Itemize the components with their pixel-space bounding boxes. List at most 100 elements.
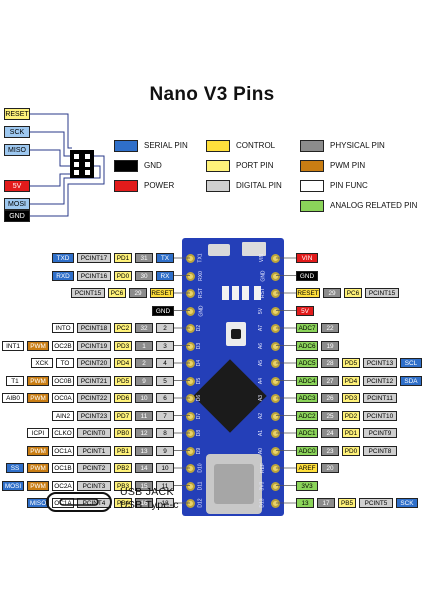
led-pwr xyxy=(242,286,249,300)
right-pin-label: 27 xyxy=(321,375,339,386)
right-pin-label: AREF xyxy=(296,463,318,473)
left-pin-label: PCINT16 xyxy=(77,270,111,281)
right-pin-label: ADC2 xyxy=(296,410,318,421)
left-pin-label: PD3 xyxy=(114,340,132,351)
pin-hole xyxy=(186,446,195,456)
right-pin-label: ADC0 xyxy=(296,445,318,456)
left-pin-label: 32 xyxy=(135,323,153,333)
pin-hole xyxy=(186,254,195,263)
right-pin-label: 17 xyxy=(317,498,335,508)
pin-hole xyxy=(271,254,280,263)
led-l xyxy=(254,286,261,300)
left-pin-label: PD7 xyxy=(114,410,132,421)
page-title: Nano V3 Pins xyxy=(149,84,275,105)
left-pin-label: PCINT19 xyxy=(77,340,111,351)
right-pin-label: 25 xyxy=(321,410,339,421)
left-pin-label: 8 xyxy=(156,428,174,438)
isp-label-reset: RESET xyxy=(4,108,30,120)
right-pin-label: 28 xyxy=(321,358,339,368)
left-pin-label: ICPI xyxy=(27,428,49,438)
left-pin-label: OC1A xyxy=(52,445,74,456)
usb-type-label: USB Type-c xyxy=(120,499,179,511)
legend-swatch xyxy=(300,180,324,192)
left-pin-label: PB3 xyxy=(114,480,132,491)
pin-hole xyxy=(186,499,195,508)
right-pin-label: SDA xyxy=(400,375,422,386)
right-pin-label: PCINT15 xyxy=(365,288,399,298)
isp-label-gnd: GND xyxy=(4,210,30,222)
left-pin-label: PCINT18 xyxy=(77,323,111,333)
right-pin-label: PCINT10 xyxy=(363,410,397,421)
left-pin-label: PCINT15 xyxy=(71,288,105,298)
right-pin-label: SCK xyxy=(396,498,418,508)
pin-hole xyxy=(186,289,195,298)
board-header-pad-2 xyxy=(242,242,266,256)
right-pin-label: 24 xyxy=(321,428,339,438)
pin-hole xyxy=(186,464,195,473)
pin-hole xyxy=(186,324,195,333)
left-pin-label: PB4 xyxy=(114,498,132,508)
right-pin-label: PD4 xyxy=(342,375,360,386)
pin-hole xyxy=(271,376,280,386)
legend-label: PHYSICAL PIN xyxy=(330,141,385,150)
left-pin-label: PCINT2 xyxy=(77,463,111,473)
left-pin-label: MISO xyxy=(27,498,49,508)
right-pin-label: ADC3 xyxy=(296,393,318,403)
left-pin-label: MOSI xyxy=(2,480,24,491)
left-pin-label: OC0A xyxy=(52,393,74,403)
pin-hole xyxy=(271,271,280,281)
right-pin-label: ADC1 xyxy=(296,428,318,438)
left-pin-label: SS xyxy=(6,463,24,473)
right-pin-label: 19 xyxy=(321,340,339,351)
left-pin-label: 6 xyxy=(156,393,174,403)
isp-label-sck: SCK xyxy=(4,126,30,138)
left-pin-label: 4 xyxy=(156,358,174,368)
left-pin-label: PCINT22 xyxy=(77,393,111,403)
left-pin-label: 31 xyxy=(135,253,153,263)
left-pin-label: 16 xyxy=(135,498,153,508)
pin-hole xyxy=(186,376,195,386)
left-pin-label: CLKO xyxy=(52,428,74,438)
nano-board xyxy=(182,238,284,516)
left-pin-label: AIN2 xyxy=(52,410,74,421)
left-pin-label: 15 xyxy=(135,480,153,491)
left-pin-label: 14 xyxy=(135,463,153,473)
left-pin-label: 7 xyxy=(156,410,174,421)
right-pin-label: ADC7 xyxy=(296,323,318,333)
pin-hole xyxy=(186,394,195,403)
left-pin-label: PCINT17 xyxy=(77,253,111,263)
pin-hole xyxy=(271,481,280,491)
left-pin-label: PC6 xyxy=(108,288,126,298)
board-header-pad xyxy=(208,244,230,256)
left-pin-label: 5 xyxy=(156,375,174,386)
left-pin-label: TX xyxy=(156,253,174,263)
left-pin-label: 10 xyxy=(156,463,174,473)
pin-hole xyxy=(271,499,280,508)
pin-hole xyxy=(271,306,280,316)
left-pin-label: GND xyxy=(152,305,174,316)
left-pin-label: OC2B xyxy=(52,340,74,351)
left-pin-label: RX xyxy=(156,270,174,281)
right-pin-label: 3V3 xyxy=(296,480,318,491)
legend-label: CONTROL xyxy=(236,141,276,150)
right-pin-label: SCL xyxy=(400,358,422,368)
legend-label: PWM PIN xyxy=(330,161,366,170)
legend-label: PIN FUNC xyxy=(330,181,368,190)
right-pin-label: PD1 xyxy=(342,428,360,438)
usb-c-icon xyxy=(46,492,112,512)
left-pin-label: 13 xyxy=(135,445,153,456)
pin-hole xyxy=(271,359,280,368)
left-pin-label: 29 xyxy=(129,288,147,298)
legend-label: PORT PIN xyxy=(236,161,274,170)
pin-hole xyxy=(271,289,280,298)
legend-label: GND xyxy=(144,161,162,170)
left-pin-label: PD5 xyxy=(114,375,132,386)
legend-swatch xyxy=(300,200,324,212)
left-pin-label: PD0 xyxy=(114,270,132,281)
left-pin-label: PWM xyxy=(27,393,49,403)
right-pin-label: PCINT11 xyxy=(363,393,397,403)
right-pin-label: PB5 xyxy=(338,498,356,508)
right-pin-label: ADC6 xyxy=(296,340,318,351)
right-pin-label: 26 xyxy=(321,393,339,403)
